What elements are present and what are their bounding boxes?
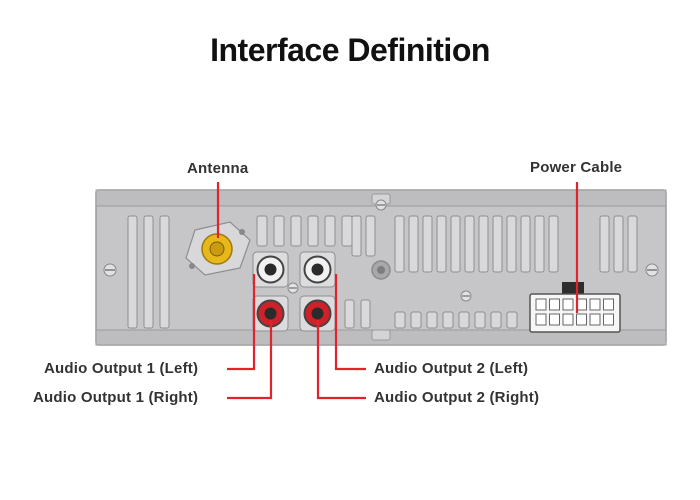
heatsink-fin (458, 311, 470, 329)
heatsink-fin (627, 215, 638, 273)
heatsink-fin (143, 215, 154, 329)
power-connector-pins (535, 298, 614, 326)
label-audio-output-2-left: Audio Output 2 (Left) (374, 360, 529, 377)
heatsink-fin (341, 215, 353, 247)
label-audio-output-2-right: Audio Output 2 (Right) (374, 389, 540, 406)
heatsink-fin (474, 311, 486, 329)
leader-line-output-2-right (316, 320, 366, 400)
power-pin (589, 313, 601, 326)
label-audio-output-1-right: Audio Output 1 (Right) (33, 389, 199, 406)
heatsink-fin (360, 299, 371, 329)
heatsink-fin (408, 215, 419, 273)
power-pin (603, 313, 614, 326)
power-pin (576, 313, 587, 326)
rca-jack-output-2-left (299, 251, 336, 288)
screw (375, 199, 387, 211)
power-pin (549, 313, 560, 326)
heatsink-fin (450, 215, 461, 273)
heatsink-fin (307, 215, 319, 247)
antenna-connector (185, 221, 251, 276)
rca-jack-output-1-right (252, 295, 289, 332)
heatsink-fin (290, 215, 302, 247)
mounting-hole (371, 260, 391, 280)
heatsink-fin (492, 215, 503, 273)
heatsink-fin (365, 215, 376, 257)
heatsink-fin (506, 215, 517, 273)
heatsink-fin (422, 215, 433, 273)
heatsink-fin (344, 299, 355, 329)
heatsink-fin (256, 215, 268, 247)
screw (287, 282, 299, 294)
heatsink-fin (534, 215, 545, 273)
screw (103, 263, 117, 277)
heatsink-fin (464, 215, 475, 273)
heatsink-fin (478, 215, 489, 273)
screw (460, 290, 472, 302)
heatsink-fin (506, 311, 518, 329)
power-connector (529, 282, 621, 333)
power-pin (589, 298, 601, 311)
label-audio-output-1-left: Audio Output 1 (Left) (44, 360, 199, 377)
heatsink-fin (394, 215, 405, 273)
heatsink-fin (159, 215, 170, 329)
rca-jack-output-1-left (252, 251, 289, 288)
heatsink-fin (394, 311, 406, 329)
power-pin (535, 313, 547, 326)
leader-lines (216, 182, 579, 400)
heatsink-fin (127, 215, 138, 329)
heatsink-fin (273, 215, 285, 247)
heatsink-fin (442, 311, 454, 329)
diagram-title: Interface Definition (210, 32, 490, 68)
power-pin (535, 298, 547, 311)
screw (645, 263, 659, 277)
label-antenna: Antenna (187, 160, 249, 177)
power-pin (562, 313, 574, 326)
heatsink-fin (520, 215, 531, 273)
heatsink-fin (436, 215, 447, 273)
heatsink-fin (548, 215, 559, 273)
heatsink-fin (410, 311, 422, 329)
power-pin (562, 298, 574, 311)
power-pin (603, 298, 614, 311)
heatsink-fin (599, 215, 610, 273)
leader-line-output-1-right (227, 320, 273, 400)
leader-line-output-2-left (334, 274, 366, 371)
heatsink-fin (613, 215, 624, 273)
heatsink-fins (127, 215, 638, 329)
heatsink-fin (324, 215, 336, 247)
leader-line-output-1-left (227, 274, 256, 371)
heatsink-fin (426, 311, 438, 329)
heatsink-fin (351, 215, 362, 257)
label-power-cable: Power Cable (530, 159, 623, 176)
heatsink-fin (490, 311, 502, 329)
power-pin (549, 298, 560, 311)
